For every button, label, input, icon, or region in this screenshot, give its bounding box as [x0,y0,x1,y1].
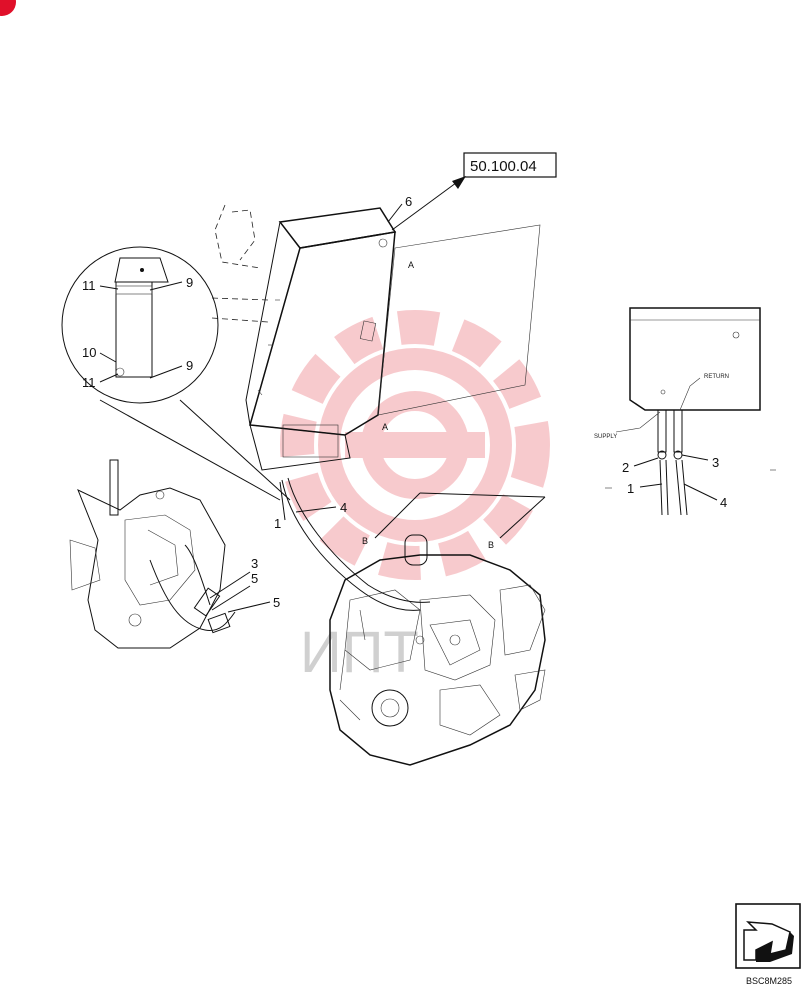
part-label-2-right: 2 [622,460,629,475]
section-marker-a-top: A [408,260,414,270]
section-b-right-leader [499,496,546,539]
fuel-tank [245,207,397,471]
detail-circle [61,246,291,501]
part-label-5-left-a: 5 [251,571,258,586]
fuel-line-return [287,477,431,603]
leader-11-top [99,285,119,290]
frame-outline [211,204,269,323]
leader-4-right [683,483,718,501]
section-b-bracket [419,492,546,498]
part-label-10: 10 [82,345,96,360]
leader-1-right [639,483,663,488]
main-engine-view [329,534,546,766]
watermark-logo [280,310,550,580]
return-leader [679,377,701,411]
return-port-label: RETURN [704,374,729,380]
part-label-9-bot: 9 [186,358,193,373]
leader-6 [387,203,403,223]
leader-5-left-a [211,585,251,611]
part-label-4-top: 4 [340,500,347,515]
supply-port-label: SUPPLY [594,434,617,440]
svg-text:50.100.04: 50.100.04 [470,158,537,175]
part-label-1-left: 1 [274,516,281,531]
part-label-5-left-b: 5 [273,595,280,610]
leader-11-bot [99,373,119,383]
next-page-arrow-icon[interactable] [735,903,801,969]
section-marker-b-right: B [488,540,494,550]
part-label-1-right: 1 [627,481,634,496]
leader-3-left [209,571,251,599]
part-label-11-top: 11 [82,278,96,293]
part-label-6: 6 [405,194,412,209]
fuel-line-supply [281,479,421,611]
section-marker-a-bottom: A [382,422,388,432]
watermark-text: ИПТ [300,620,419,685]
tank-section-sheet [377,224,541,416]
reference-arrow [391,179,461,231]
leader-9-top [149,281,183,291]
part-label-11-bot: 11 [82,375,96,390]
figure-code: BSC8M285 [746,976,792,986]
part-label-3-left: 3 [251,556,258,571]
corner-mark [0,0,16,16]
leader-10 [99,352,117,363]
part-label-9-top: 9 [186,275,193,290]
part-label-4-right: 4 [720,495,727,510]
leader-5-left-b [227,601,271,613]
leader-3-right [681,454,709,461]
leader-2-right [633,457,659,467]
supply-leader [615,411,661,433]
left-engine-view [69,459,236,649]
leader-9-bot [149,365,183,379]
part-label-3-right: 3 [712,455,719,470]
reference-arrowhead [452,176,466,189]
tank-bottom-detail [605,307,776,516]
section-marker-b-left: B [362,536,368,546]
leader-1-left [279,481,286,521]
leader-4-top [295,506,337,513]
reference-box: 50.100.04 [463,152,557,178]
section-b-left-leader [374,492,421,539]
